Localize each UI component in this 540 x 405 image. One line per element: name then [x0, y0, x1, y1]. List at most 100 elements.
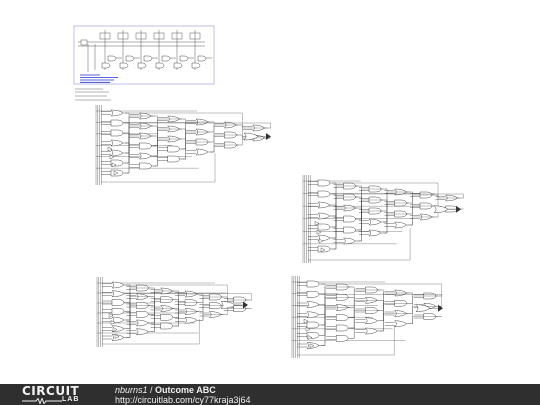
username-link[interactable]: nburns1 [115, 385, 148, 395]
and-gate [143, 55, 153, 62]
logo-wire-icon [22, 398, 62, 404]
and-gate [335, 314, 349, 321]
and-gate [335, 335, 349, 342]
circuit-byline: nburns1 / Outcome ABC [115, 385, 216, 396]
output-terminal [456, 205, 461, 213]
not-gate [113, 170, 119, 176]
or-gate [138, 152, 152, 160]
or-gate [306, 301, 320, 308]
and-gate [306, 280, 320, 288]
not-gate [307, 335, 313, 340]
and-gate [197, 55, 207, 62]
or-gate [317, 201, 331, 209]
or-gate [111, 290, 125, 297]
and-gate [161, 55, 171, 62]
not-gate [316, 229, 322, 235]
and-gate [139, 142, 152, 150]
and-gate [110, 129, 124, 137]
not-gate [318, 238, 324, 244]
or-gate [368, 229, 382, 237]
or-gate [433, 205, 449, 214]
not-gate [305, 326, 311, 332]
or-gate [110, 139, 124, 147]
and-gate [306, 321, 320, 329]
or-gate [135, 328, 149, 335]
or-gate [220, 301, 236, 309]
and-gate [317, 190, 331, 198]
and-gate [173, 62, 183, 69]
and-gate [343, 215, 356, 223]
not-gate [320, 247, 326, 253]
logic-circuit-2[interactable] [302, 175, 464, 263]
and-gate [136, 311, 149, 318]
not-gate [110, 320, 116, 325]
and-gate [139, 162, 152, 170]
or-gate [306, 311, 320, 318]
and-gate [317, 223, 331, 231]
or-gate [364, 327, 378, 335]
and-gate [101, 62, 111, 69]
or-gate [342, 237, 356, 245]
and-gate [191, 62, 201, 69]
input-block [80, 39, 88, 46]
not-gate [111, 162, 117, 168]
not-gate [303, 318, 309, 324]
or-gate [317, 212, 331, 220]
and-gate [317, 179, 331, 187]
not-gate [112, 327, 118, 332]
and-gate [179, 55, 189, 62]
or-gate [393, 221, 407, 229]
and-gate [160, 314, 173, 321]
logic-circuit-3[interactable] [96, 277, 252, 347]
not-gate [108, 313, 114, 318]
logo-text-circuit: CIRCUIT [22, 384, 80, 398]
and-gate [111, 308, 125, 315]
output-terminal [243, 301, 248, 309]
and-gate [137, 62, 147, 69]
circuitlab-logo[interactable]: CIRCUIT LAB [22, 385, 94, 404]
or-gate [184, 317, 198, 324]
output-terminal [438, 304, 443, 312]
or-gate [110, 109, 124, 117]
byline-separator: / [147, 385, 156, 395]
or-gate [111, 281, 125, 289]
and-gate [110, 119, 124, 127]
and-gate [167, 145, 180, 153]
logic-circuit-4[interactable] [291, 276, 443, 358]
or-gate [415, 304, 431, 312]
and-gate [343, 226, 356, 234]
circuit-url[interactable]: http://circuitlab.com/cy77kraja3j64 [115, 395, 251, 405]
logic-circuit-1[interactable] [95, 105, 271, 185]
not-gate [314, 221, 320, 226]
or-gate [393, 320, 407, 327]
or-gate [195, 148, 209, 156]
circuit-title: Outcome ABC [155, 385, 216, 395]
not-gate [107, 146, 113, 152]
schematic-canvas[interactable] [0, 0, 540, 384]
not-gate [114, 334, 120, 339]
or-gate [317, 234, 331, 242]
or-gate [111, 316, 125, 324]
and-gate [107, 55, 117, 62]
and-gate [306, 291, 320, 298]
blue-note-lines [80, 74, 118, 83]
output-terminal [266, 133, 271, 140]
or-gate [135, 319, 149, 327]
footer-bar: CIRCUIT LAB nburns1 / Outcome ABC http:/… [0, 384, 540, 405]
or-gate [364, 317, 378, 324]
and-gate [155, 62, 165, 69]
or-gate [368, 218, 382, 226]
and-gate [167, 155, 180, 163]
and-gate [125, 55, 135, 62]
or-gate [111, 334, 125, 341]
and-gate [119, 62, 129, 69]
not-gate [109, 154, 115, 160]
schematic-frame-top[interactable] [73, 25, 215, 85]
or-gate [110, 149, 124, 157]
and-gate [317, 245, 331, 253]
notes-block [75, 88, 111, 101]
or-gate [243, 132, 259, 141]
not-gate [309, 343, 315, 349]
and-gate [335, 324, 349, 332]
logo-text-lab: LAB [62, 396, 80, 403]
